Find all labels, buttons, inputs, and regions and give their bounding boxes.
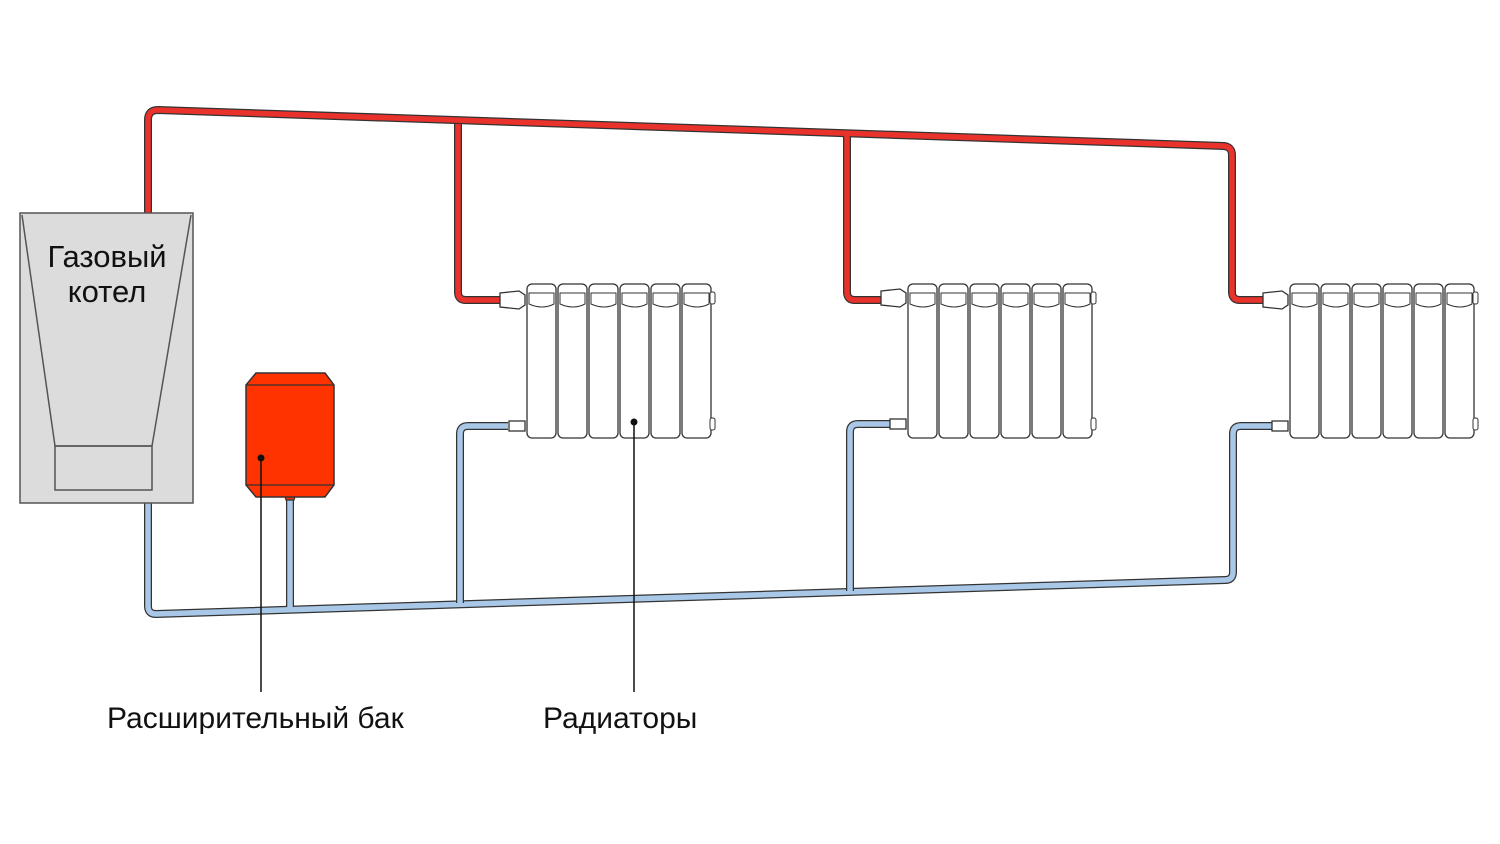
expansion-tank-label: Расширительный бак bbox=[107, 702, 405, 735]
radiator bbox=[499, 283, 716, 439]
radiator-section bbox=[1351, 283, 1382, 439]
gas-boiler: Газовый котел bbox=[19, 212, 194, 504]
supply-main-pipe bbox=[144, 106, 1268, 304]
radiator-section bbox=[588, 283, 619, 439]
radiator bbox=[880, 283, 1097, 439]
return-main-pipe bbox=[144, 422, 1272, 618]
return-valve bbox=[508, 420, 526, 432]
radiator-section bbox=[1382, 283, 1413, 439]
radiator-section bbox=[969, 283, 1000, 439]
return-branch-1 bbox=[456, 422, 508, 603]
return-valve bbox=[889, 418, 907, 430]
thermostatic-valve bbox=[499, 290, 526, 310]
radiator-section bbox=[938, 283, 969, 439]
return-branch-2 bbox=[846, 420, 890, 591]
radiator-section bbox=[1062, 283, 1093, 439]
radiator-section bbox=[1320, 283, 1351, 439]
pipes bbox=[144, 106, 1272, 618]
radiator-section bbox=[1289, 283, 1320, 439]
radiator-section bbox=[1031, 283, 1062, 439]
radiator-section bbox=[619, 283, 650, 439]
return-valve bbox=[1271, 420, 1289, 432]
supply-branch-2 bbox=[843, 136, 884, 304]
boiler-label-line1: Газовый bbox=[47, 239, 166, 274]
radiator-section bbox=[907, 283, 938, 439]
boiler-label-line2: котел bbox=[68, 274, 147, 309]
supply-branch-1 bbox=[454, 124, 502, 304]
radiators bbox=[499, 283, 1479, 439]
radiators-label: Радиаторы bbox=[543, 702, 697, 735]
radiator-section bbox=[1444, 283, 1475, 439]
leader-lines bbox=[257, 418, 638, 692]
radiator-section bbox=[1000, 283, 1031, 439]
expansion-tank bbox=[245, 372, 335, 501]
radiator-section bbox=[557, 283, 588, 439]
radiator bbox=[1262, 283, 1479, 439]
radiator-section bbox=[681, 283, 712, 439]
thermostatic-valve bbox=[880, 288, 907, 308]
thermostatic-valve bbox=[1262, 290, 1289, 310]
radiator-section bbox=[526, 283, 557, 439]
radiator-section bbox=[650, 283, 681, 439]
radiator-section bbox=[1413, 283, 1444, 439]
